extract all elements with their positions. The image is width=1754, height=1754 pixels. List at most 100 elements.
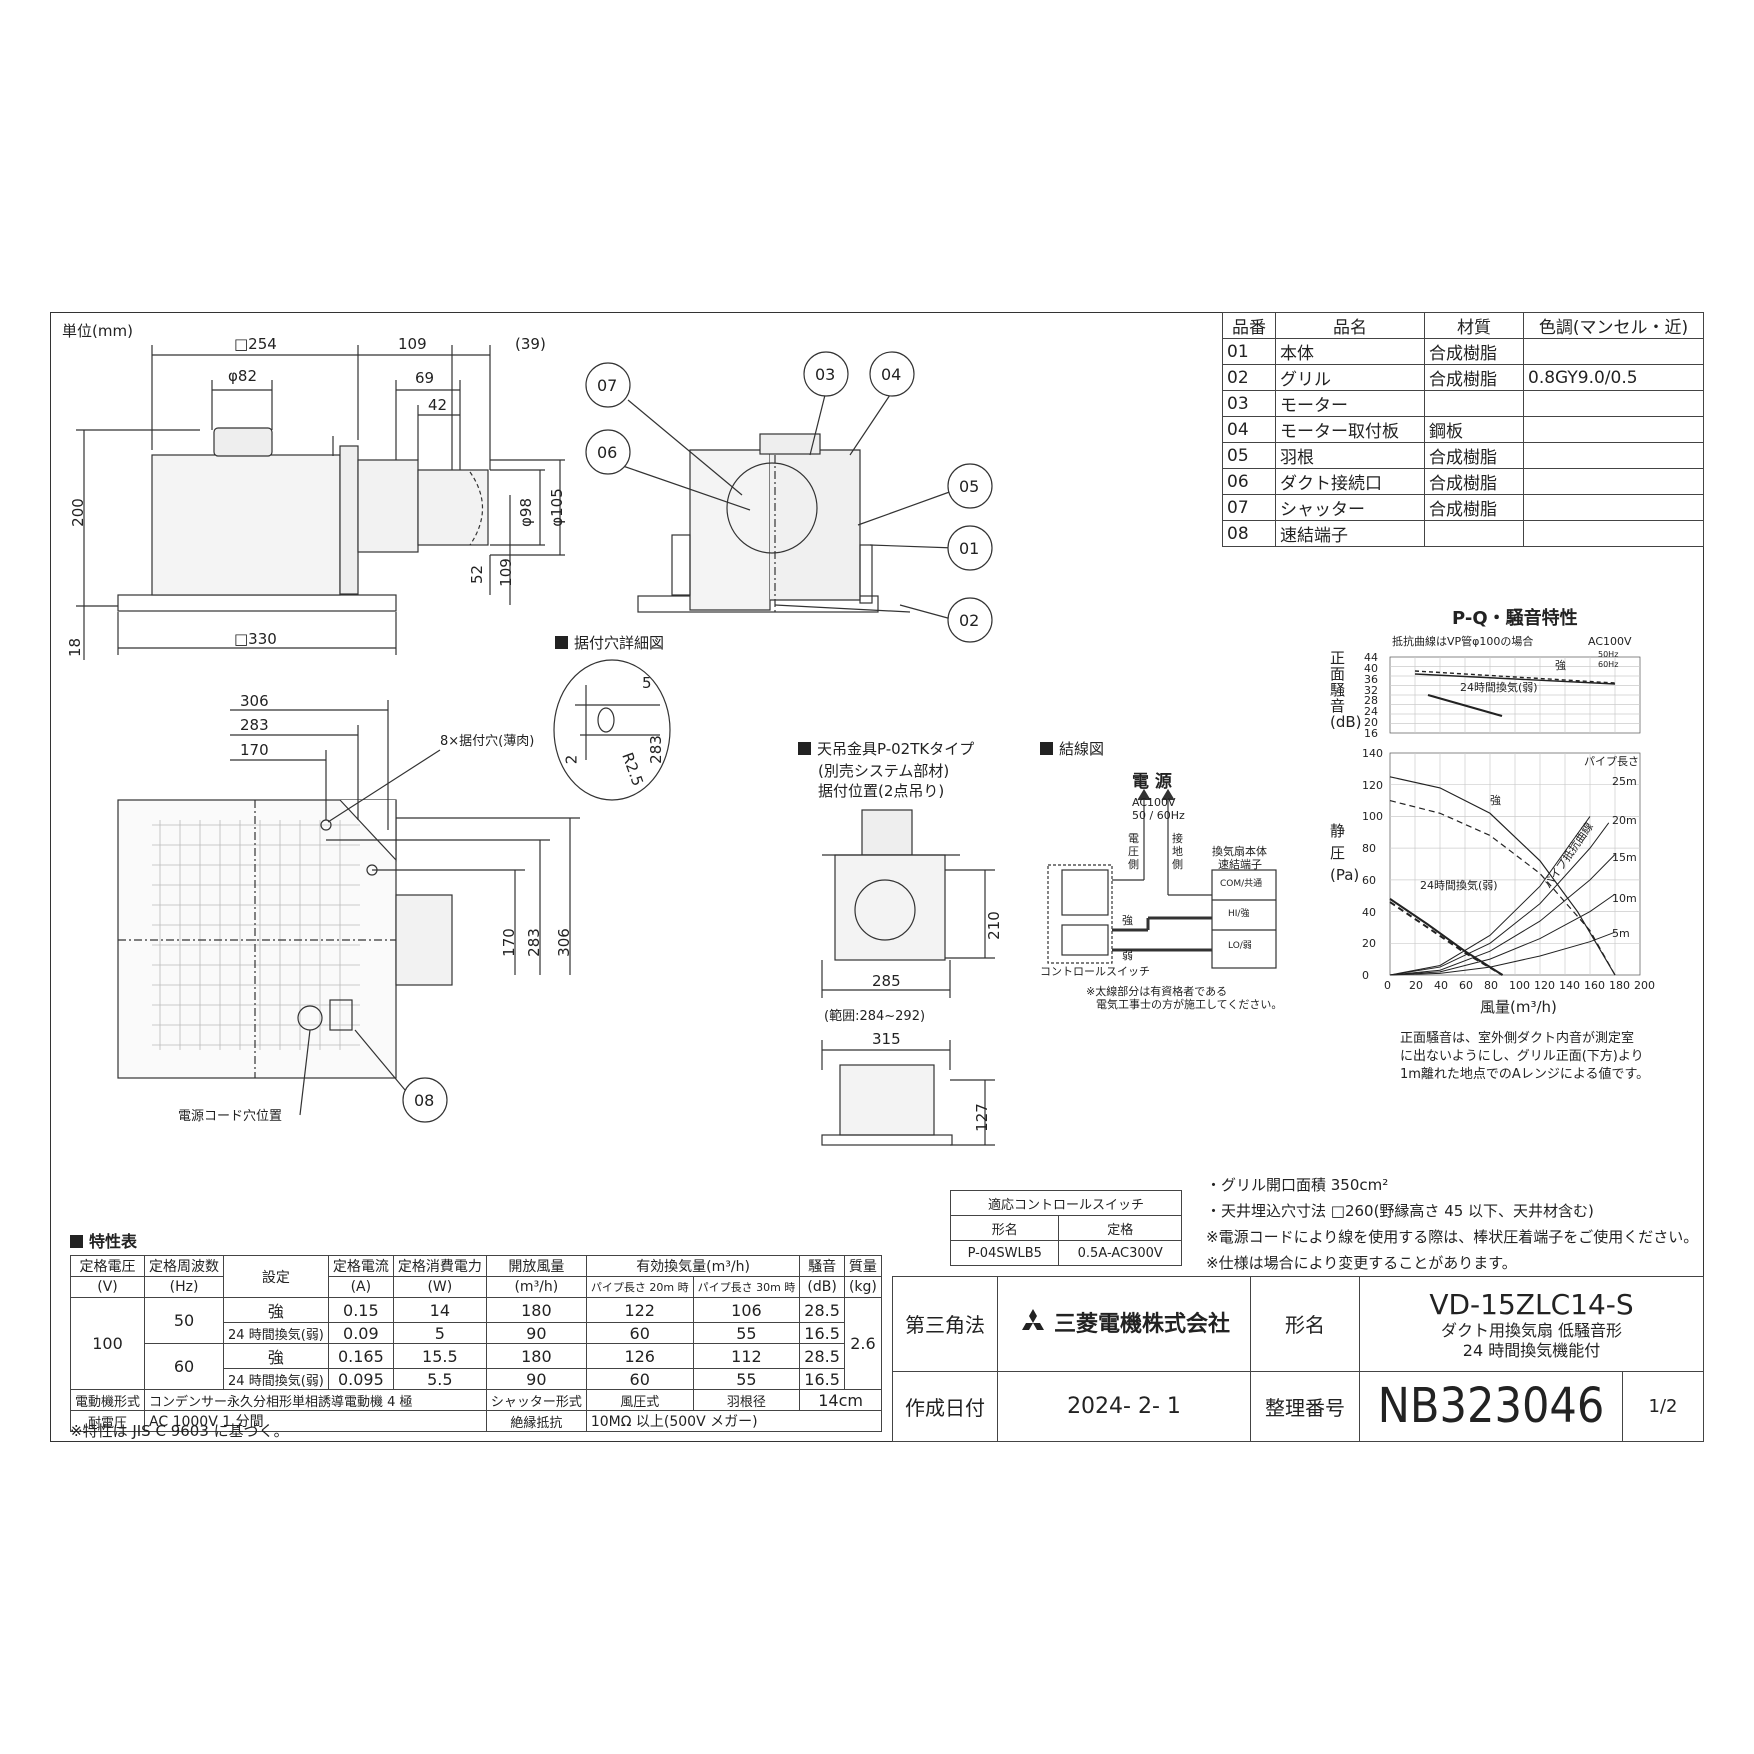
dim-170: 170 bbox=[240, 741, 269, 759]
front-view bbox=[76, 345, 565, 660]
wiring-diagram bbox=[1047, 788, 1277, 969]
wiring-note2: 電気工事士の方が施工してください。 bbox=[1096, 998, 1283, 1011]
pq-xtick: 160 bbox=[1584, 979, 1605, 992]
pq-weak-label: 24時間換気(弱) bbox=[1420, 879, 1498, 892]
mitsubishi-logo-icon bbox=[1018, 1308, 1048, 1342]
pq-ytick: 80 bbox=[1362, 842, 1376, 856]
pq-xtick: 0 bbox=[1384, 979, 1391, 992]
model-desc2: 24 時間換気機能付 bbox=[1462, 1340, 1601, 1360]
hanger-sub1: (別売システム部材) bbox=[818, 762, 950, 780]
pq-ytick: 40 bbox=[1362, 905, 1376, 919]
pq-ytick: 140 bbox=[1362, 747, 1383, 760]
dim-v283: 283 bbox=[524, 928, 543, 957]
pq-series-line bbox=[1389, 931, 1616, 976]
company-logo-cell: 三菱電機株式会社 bbox=[997, 1276, 1251, 1372]
dim-254: □254 bbox=[234, 335, 277, 353]
table-row: 耐電圧 AC 1000V 1 分間 絶縁抵抗 10MΩ 以上(500V メガー) bbox=[69, 1410, 882, 1432]
callout-03: 03 bbox=[815, 365, 836, 384]
callout-08: 08 bbox=[414, 1091, 435, 1110]
drawing-number: NB323046 bbox=[1359, 1370, 1623, 1443]
section-view bbox=[585, 351, 993, 643]
noise-ytick: 44 bbox=[1364, 651, 1378, 664]
pq-xlabel: 風量(m³/h) bbox=[1480, 998, 1557, 1016]
pipe-10m: 10m bbox=[1612, 892, 1637, 905]
mount-detail-title: 据付穴詳細図 bbox=[555, 636, 664, 651]
noise-weak-label: 24時間換気(弱) bbox=[1460, 681, 1538, 694]
noise-series bbox=[1414, 670, 1616, 718]
dim-5: 5 bbox=[642, 674, 652, 692]
note-1: ・グリル開口面積 350cm² bbox=[1206, 1176, 1389, 1194]
dim-315: 315 bbox=[872, 1030, 901, 1048]
pipe-25m: 25m bbox=[1612, 775, 1637, 788]
wiring-weak: 弱 bbox=[1122, 949, 1133, 962]
pipe-20m: 20m bbox=[1612, 814, 1637, 827]
wiring-power: 電 源 bbox=[1132, 772, 1172, 792]
title-block: 第三角法 三菱電機株式会社 形名 VD-15ZLC14-S ダクト用換気扇 低騒… bbox=[892, 1276, 1704, 1443]
dim-330: □330 bbox=[234, 630, 277, 648]
noise-strong-label: 強 bbox=[1555, 659, 1566, 672]
pq-series-line bbox=[1389, 901, 1504, 976]
mount-holes-label: 8×据付穴(薄肉) bbox=[440, 734, 535, 749]
dim-109: 109 bbox=[398, 335, 427, 353]
wiring-hi: HI/強 bbox=[1228, 909, 1250, 919]
date-value: 2024- 2- 1 bbox=[997, 1370, 1251, 1443]
pq-xtick: 200 bbox=[1634, 979, 1655, 992]
dim-39: (39) bbox=[515, 335, 546, 353]
note-2: ・天井埋込穴寸法 □260(野縁高さ 45 以下、天井材含む) bbox=[1206, 1202, 1594, 1220]
model-cell: VD-15ZLC14-S ダクト用換気扇 低騒音形 24 時間換気機能付 bbox=[1359, 1276, 1704, 1372]
wiring-terminal: 速結端子 bbox=[1218, 858, 1262, 871]
dim-283: 283 bbox=[240, 716, 269, 734]
dim-v306: 306 bbox=[554, 928, 573, 957]
wiring-voltage-side: 電圧側 bbox=[1128, 832, 1139, 871]
wiring-unit: 換気扇本体 bbox=[1212, 845, 1267, 858]
noise-chart-grid bbox=[1389, 656, 1641, 734]
noise-ytick: 36 bbox=[1364, 672, 1378, 686]
dim-2: 2 bbox=[562, 754, 581, 765]
model-number: VD-15ZLC14-S bbox=[1429, 1287, 1634, 1321]
callout-05: 05 bbox=[959, 477, 980, 496]
noise-ytick: 20 bbox=[1364, 716, 1378, 730]
dim-phi82: φ82 bbox=[228, 367, 257, 385]
pq-series-line bbox=[1389, 822, 1610, 976]
dim-109b: 109 bbox=[496, 558, 515, 587]
wiring-switch: コントロールスイッチ bbox=[1040, 965, 1150, 978]
dim-127: 127 bbox=[972, 1103, 991, 1132]
legend-60hz: 60Hz bbox=[1598, 660, 1619, 669]
callout-06: 06 bbox=[597, 443, 618, 462]
pq-ytick: 20 bbox=[1362, 937, 1376, 951]
noise-ytick: 40 bbox=[1364, 661, 1378, 675]
pipe-15m: 15m bbox=[1612, 851, 1637, 864]
noise-ytick: 28 bbox=[1364, 694, 1378, 708]
pq-xtick: 20 bbox=[1409, 979, 1423, 992]
pq-xtick: 120 bbox=[1534, 979, 1555, 992]
chart-subtitle: 抵抗曲線はVP管φ100の場合 bbox=[1392, 635, 1534, 648]
pipe-5m: 5m bbox=[1612, 927, 1630, 940]
dim-phi105: φ105 bbox=[547, 488, 566, 527]
wiring-com: COM/共通 bbox=[1220, 879, 1263, 889]
noise-ytick: 16 bbox=[1364, 727, 1378, 740]
pq-series-line bbox=[1389, 816, 1591, 976]
chart-title: P-Q・騒音特性 bbox=[1452, 608, 1578, 629]
pq-ytick: 60 bbox=[1362, 873, 1376, 887]
model-desc1: ダクト用換気扇 低騒音形 bbox=[1440, 1321, 1623, 1341]
spec-footnote: ※特性は JIS C 9603 に基づく。 bbox=[70, 1422, 289, 1440]
callout-07: 07 bbox=[597, 376, 618, 395]
table-row: 電動機形式 コンデンサー永久分相形単相誘導電動機 4 極 シャッター形式 風圧式… bbox=[69, 1389, 882, 1411]
cord-hole-label: 電源コード穴位置 bbox=[178, 1109, 283, 1124]
dim-42: 42 bbox=[428, 396, 448, 414]
unit-label: 単位(mm) bbox=[62, 322, 133, 340]
note-3: ※電源コードにより線を使用する際は、棒状圧着端子をご使用ください。 bbox=[1206, 1228, 1699, 1246]
